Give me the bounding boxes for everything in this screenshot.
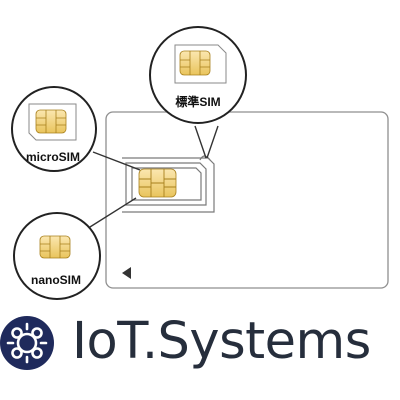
callout-pointers: [81, 125, 219, 233]
callout-micro-sim: microSIM: [11, 86, 97, 172]
micro-sim-label: microSIM: [26, 150, 80, 164]
micro-sim-chip-icon: [35, 109, 67, 134]
callout-standard-sim: 標準SIM: [149, 26, 247, 124]
nano-sim-label: nanoSIM: [31, 273, 81, 287]
brand-name: IoT.Systems: [72, 312, 371, 371]
orientation-arrow-icon: [122, 267, 131, 279]
sim-chip: [138, 168, 177, 198]
standard-sim-label: 標準SIM: [175, 94, 220, 109]
sim-cutout-guides: [122, 155, 215, 213]
nano-sim-chip-icon: [39, 235, 71, 259]
standard-sim-chip-icon: [179, 50, 211, 76]
circular-chip-logo-icon: [0, 316, 54, 370]
callout-nano-sim: nanoSIM: [13, 212, 101, 300]
sim-card-frame: [105, 111, 389, 289]
